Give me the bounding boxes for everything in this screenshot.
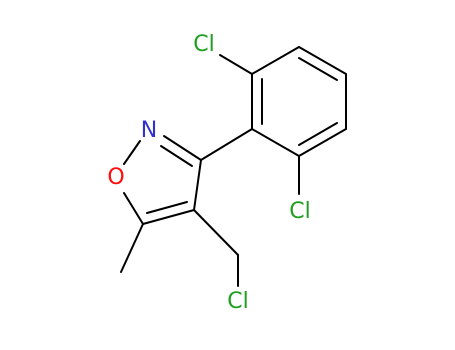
bond-n-c3 — [163, 135, 202, 161]
bond-n-c3-double — [160, 145, 193, 167]
bond-c3-c4 — [193, 159, 202, 211]
atom-label-cl-right: Cl — [289, 199, 310, 224]
bond-ar3-ar4-double — [298, 57, 338, 81]
atom-label-cl-bottom: Cl — [227, 289, 248, 314]
bond-ar3-ar4 — [298, 46, 347, 75]
bond-c5-methyl — [120, 223, 144, 273]
bond-c4-c5 — [142, 209, 195, 225]
atom-label-o: O — [107, 165, 124, 190]
atom-labels: Cl N O Cl Cl — [107, 32, 310, 314]
bond-c4-c5-double — [146, 201, 188, 214]
bonds — [120, 46, 347, 287]
bond-o-n — [123, 140, 141, 165]
bond-ar5-ar6-double — [298, 122, 338, 146]
bond-ar5-ar6 — [298, 128, 347, 157]
bond-ar2-cl — [219, 54, 253, 75]
bond-c5-o — [123, 192, 144, 225]
bond-ar6-ar1 — [251, 128, 300, 157]
atom-label-n: N — [141, 118, 157, 143]
bond-ar2-ar3 — [251, 46, 300, 75]
bond-c3-aryl — [200, 128, 253, 161]
atom-label-cl-top: Cl — [193, 32, 214, 57]
bond-c4-ch2 — [193, 209, 239, 256]
